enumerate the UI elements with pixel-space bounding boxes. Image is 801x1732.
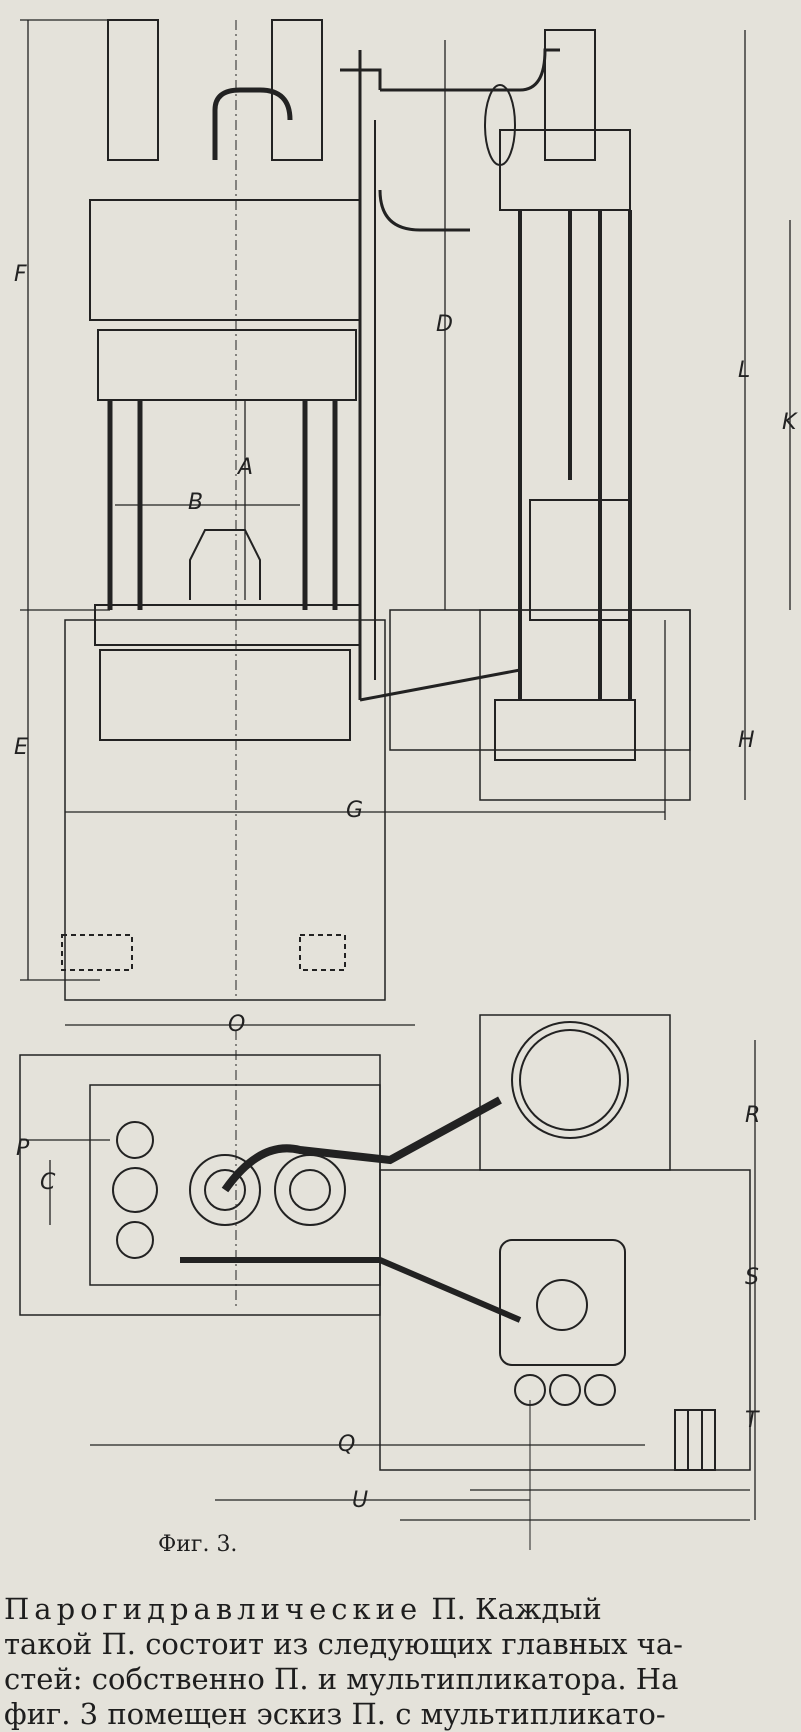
elevation-dimension-lines — [20, 19, 791, 1026]
dimension-label-l: L — [738, 358, 751, 383]
dimension-label-p: P — [16, 1136, 30, 1161]
press-technical-drawing — [19, 19, 791, 1550]
text-line-2: такой П. состоит из следующих главных ча… — [4, 1627, 683, 1661]
dimension-label-a: A — [238, 455, 254, 480]
dimension-label-s: S — [745, 1265, 759, 1290]
dimension-label-q: Q — [338, 1432, 356, 1457]
dimension-label-d: D — [436, 312, 453, 337]
spaced-heading: Парогидравлические — [4, 1592, 423, 1626]
dimension-label-c: C — [40, 1170, 56, 1195]
dimension-label-u: U — [352, 1488, 369, 1513]
dimension-label-o: O — [228, 1012, 246, 1037]
dimension-label-t: T — [745, 1408, 759, 1433]
multiplier-elevation — [340, 29, 691, 801]
text-line-4: фиг. 3 помещен эскиз П. с мультипликато- — [4, 1697, 666, 1731]
plan-view — [19, 1014, 756, 1550]
dimension-label-f: F — [14, 262, 27, 287]
text-line-1: Парогидравлические П. Каждый — [4, 1592, 800, 1627]
text-line-3: стей: собственно П. и мультипликатора. Н… — [4, 1662, 679, 1696]
figure-caption: Фиг. 3. — [158, 1532, 238, 1557]
dimension-label-r: R — [745, 1103, 761, 1128]
dimension-label-e: E — [14, 735, 28, 760]
dimension-label-h: H — [738, 728, 755, 753]
dimension-label-b: B — [188, 490, 204, 515]
main-press-elevation — [61, 19, 386, 1001]
dimension-label-g: G — [346, 798, 364, 823]
dimension-label-k: K — [782, 410, 797, 435]
line-1-rest: П. Каждый — [422, 1592, 602, 1626]
body-paragraph: Парогидравлические П. Каждый такой П. со… — [4, 1592, 800, 1732]
